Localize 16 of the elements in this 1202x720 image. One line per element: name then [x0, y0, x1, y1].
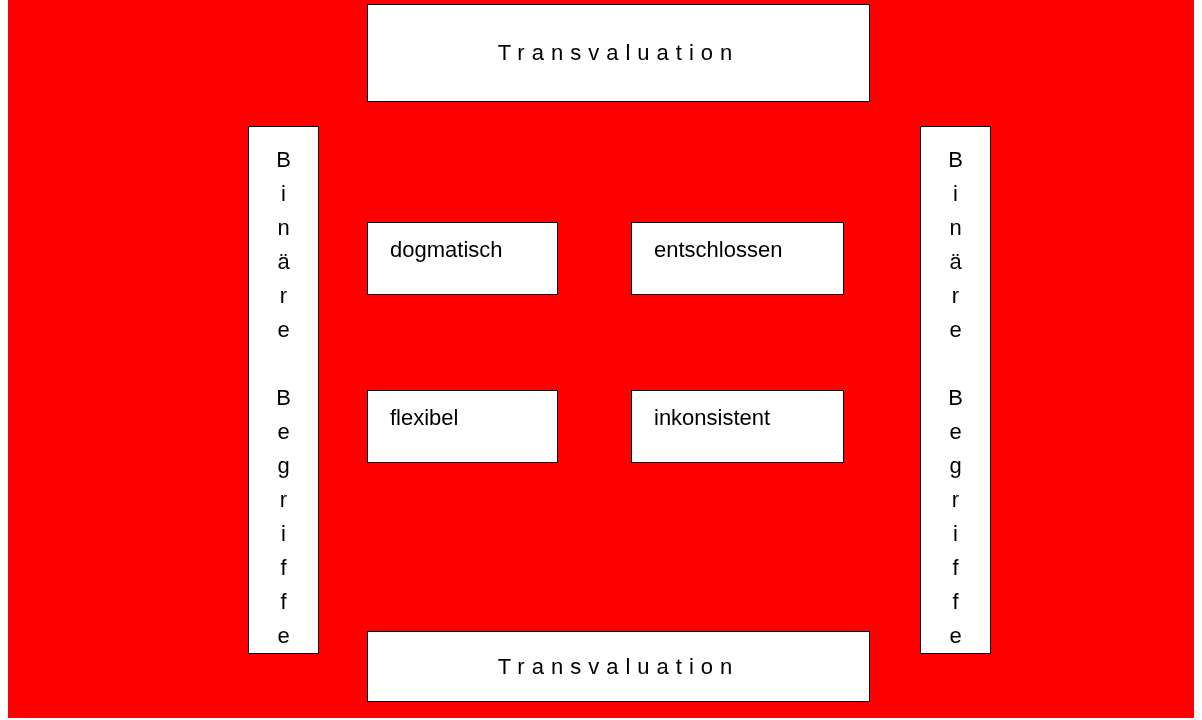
- box-label: Transvaluation: [497, 653, 740, 680]
- vertical-label: Binäre Begriffe: [276, 146, 291, 650]
- box-label: inkonsistent: [654, 405, 771, 431]
- box-label: dogmatisch: [390, 237, 503, 263]
- box-label: flexibel: [390, 405, 459, 431]
- text-box: [367, 4, 870, 102]
- box-label: entschlossen: [654, 237, 783, 263]
- text-box: [367, 222, 558, 295]
- vertical-box: [248, 126, 319, 654]
- text-box: [631, 222, 844, 295]
- text-box: [367, 390, 558, 463]
- vertical-box: [920, 126, 991, 654]
- text-box: [367, 631, 870, 702]
- box-label: Transvaluation: [497, 40, 740, 66]
- text-box: [631, 390, 844, 463]
- vertical-label: Binäre Begriffe: [948, 146, 963, 650]
